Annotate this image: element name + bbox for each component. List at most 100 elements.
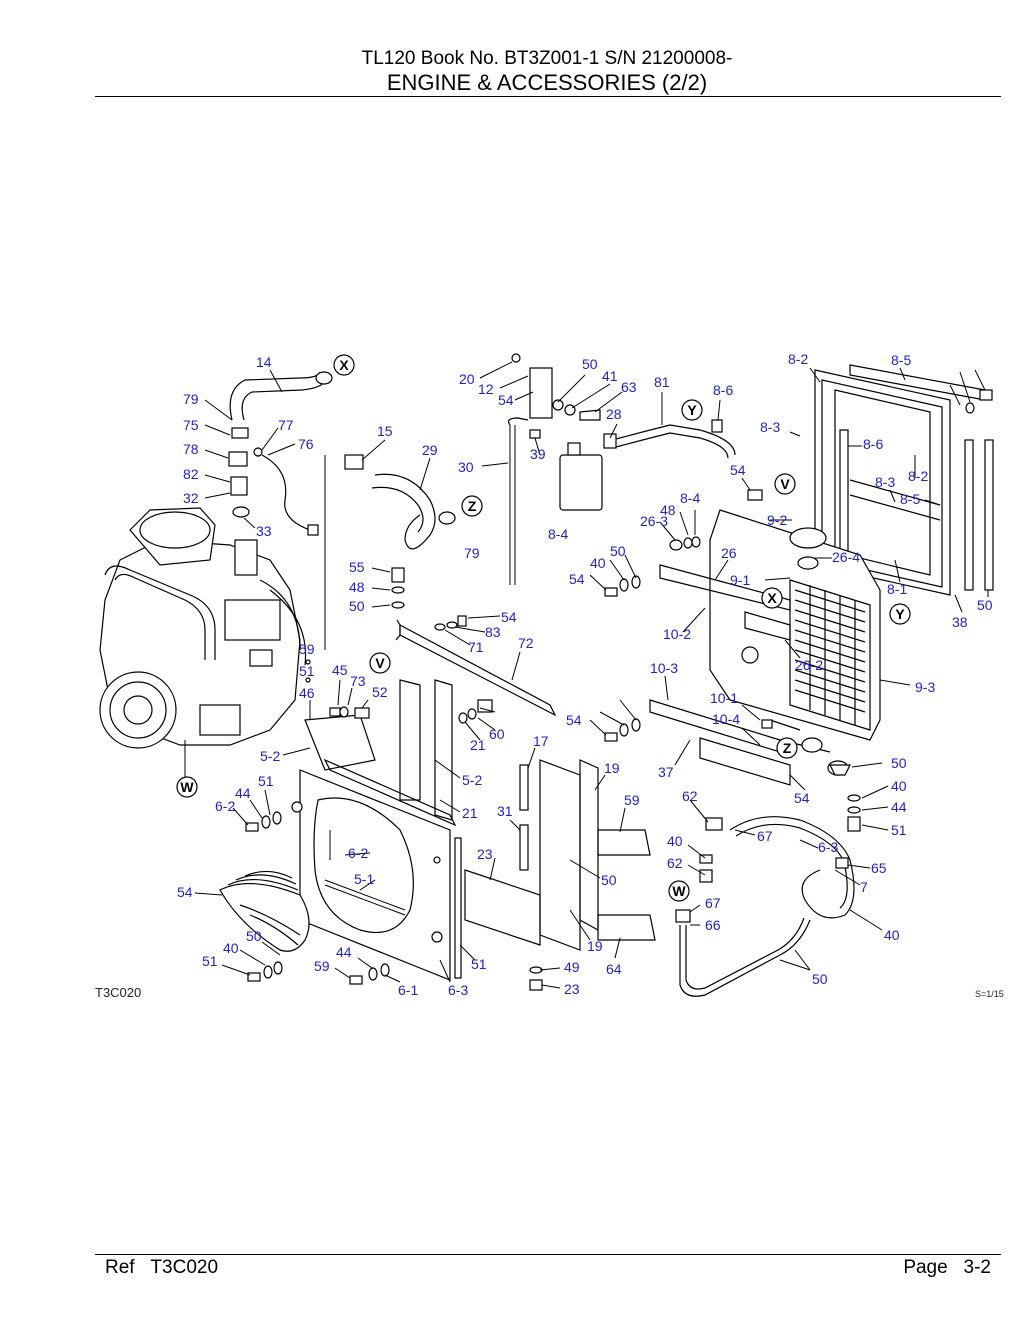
part-callout: 48	[660, 502, 676, 518]
svg-text:X: X	[339, 357, 349, 373]
figure-code: T3C020	[95, 985, 141, 1000]
marker-x-mid: X	[761, 587, 783, 609]
part-callout: 62	[667, 855, 683, 871]
fasteners	[245, 389, 993, 991]
part-callout: 9-1	[730, 572, 750, 588]
part-callout: 46	[299, 685, 315, 701]
part-callout: 50	[610, 543, 626, 559]
part-callout: 63	[621, 379, 637, 395]
part-callout: 6-3	[448, 982, 468, 998]
svg-text:V: V	[375, 655, 385, 671]
radiator-stays	[304, 619, 656, 951]
part-callout: 19	[604, 760, 620, 776]
scale-note: S=1/15	[975, 989, 1004, 999]
part-callout: 40	[884, 927, 900, 943]
part-callout: 8-5	[900, 491, 920, 507]
part-callout: 59	[314, 958, 330, 974]
marker-z-top: Z	[461, 495, 483, 517]
cooling-fan	[219, 870, 310, 952]
part-callout: 26-4	[832, 549, 860, 565]
part-callout: 10-1	[710, 690, 738, 706]
part-callout: 50	[349, 598, 365, 614]
part-callout: 50	[977, 597, 993, 613]
part-callout: 7	[860, 879, 868, 895]
oil-cooler-hose	[675, 816, 855, 997]
part-callout: 8-4	[680, 490, 700, 506]
part-callout: 54	[566, 712, 582, 728]
part-callout: 14	[256, 354, 272, 370]
marker-w-right: W	[668, 880, 690, 902]
ref-code: T3C020	[150, 1257, 219, 1278]
page-label: Page	[903, 1257, 948, 1278]
upper-radiator-hose	[228, 371, 333, 650]
part-callout: 44	[891, 799, 907, 815]
part-callout: 39	[530, 446, 546, 462]
part-callout: 8-3	[760, 419, 780, 435]
part-callout: 40	[667, 833, 683, 849]
part-callout: 26-2	[795, 657, 823, 673]
part-callout: 79	[464, 545, 480, 561]
part-callout: 8-2	[908, 468, 928, 484]
part-callout: 5-2	[462, 772, 482, 788]
part-callout: 77	[278, 417, 294, 433]
marker-v-mid: V	[369, 652, 391, 674]
part-callout: 54	[569, 571, 585, 587]
marker-y-mid: Y	[889, 603, 911, 625]
part-callout: 40	[223, 940, 239, 956]
part-callout: 59	[299, 641, 315, 657]
footer-reference: Ref T3C020	[105, 1257, 218, 1279]
part-callout: 37	[658, 764, 674, 780]
footer-divider	[95, 1254, 1001, 1255]
part-callout: 40	[590, 555, 606, 571]
svg-text:W: W	[180, 779, 194, 795]
part-callout: 44	[336, 944, 352, 960]
marker-y-top: Y	[681, 399, 703, 421]
lower-radiator-hose	[344, 454, 456, 550]
part-callout: 40	[891, 778, 907, 794]
part-callout: 9-2	[767, 512, 787, 528]
part-callout: 21	[470, 737, 486, 753]
part-callout: 19	[587, 938, 603, 954]
part-callout: 8-2	[788, 351, 808, 367]
section-title: ENGINE & ACCESSORIES (2/2)	[386, 70, 708, 95]
part-callout: 26	[721, 545, 737, 561]
page-indicator: Page 3-2	[903, 1257, 991, 1279]
part-callout: 23	[564, 981, 580, 997]
part-callout: 73	[350, 673, 366, 689]
part-callout: 8-5	[891, 352, 911, 368]
part-callout: 51	[471, 956, 487, 972]
part-callout: 67	[757, 828, 773, 844]
part-callout: 51	[299, 663, 315, 679]
part-callout: 12	[478, 381, 494, 397]
part-callout: 52	[372, 684, 388, 700]
svg-text:Y: Y	[687, 402, 697, 418]
svg-text:X: X	[767, 590, 777, 606]
part-callout: 75	[183, 417, 199, 433]
marker-v-top: V	[774, 473, 796, 495]
part-callout: 10-3	[650, 660, 678, 676]
part-callout: 33	[256, 523, 272, 539]
view-markers: X Y Z V X Y V Z W W	[176, 354, 911, 902]
part-callout: 6-1	[398, 982, 418, 998]
part-callout: 81	[654, 374, 670, 390]
part-callout: 32	[183, 490, 199, 506]
svg-text:Z: Z	[468, 498, 477, 514]
part-callout: 8-3	[875, 474, 895, 490]
part-callout: 54	[794, 790, 810, 806]
part-callout: 50	[891, 755, 907, 771]
part-callout: 76	[298, 436, 314, 452]
part-callout: 60	[489, 726, 505, 742]
part-callout: 54	[498, 392, 514, 408]
svg-text:V: V	[780, 476, 790, 492]
part-callout: 50	[812, 971, 828, 987]
part-callout: 21	[462, 805, 478, 821]
marker-w-left: W	[176, 776, 198, 798]
part-callout: 51	[258, 773, 274, 789]
part-callout: 54	[177, 884, 193, 900]
part-callout: 54	[730, 462, 746, 478]
part-callout: 6-2	[215, 798, 235, 814]
fan-shroud	[291, 758, 462, 981]
ref-label: Ref	[105, 1257, 135, 1278]
part-callout: 55	[349, 559, 365, 575]
